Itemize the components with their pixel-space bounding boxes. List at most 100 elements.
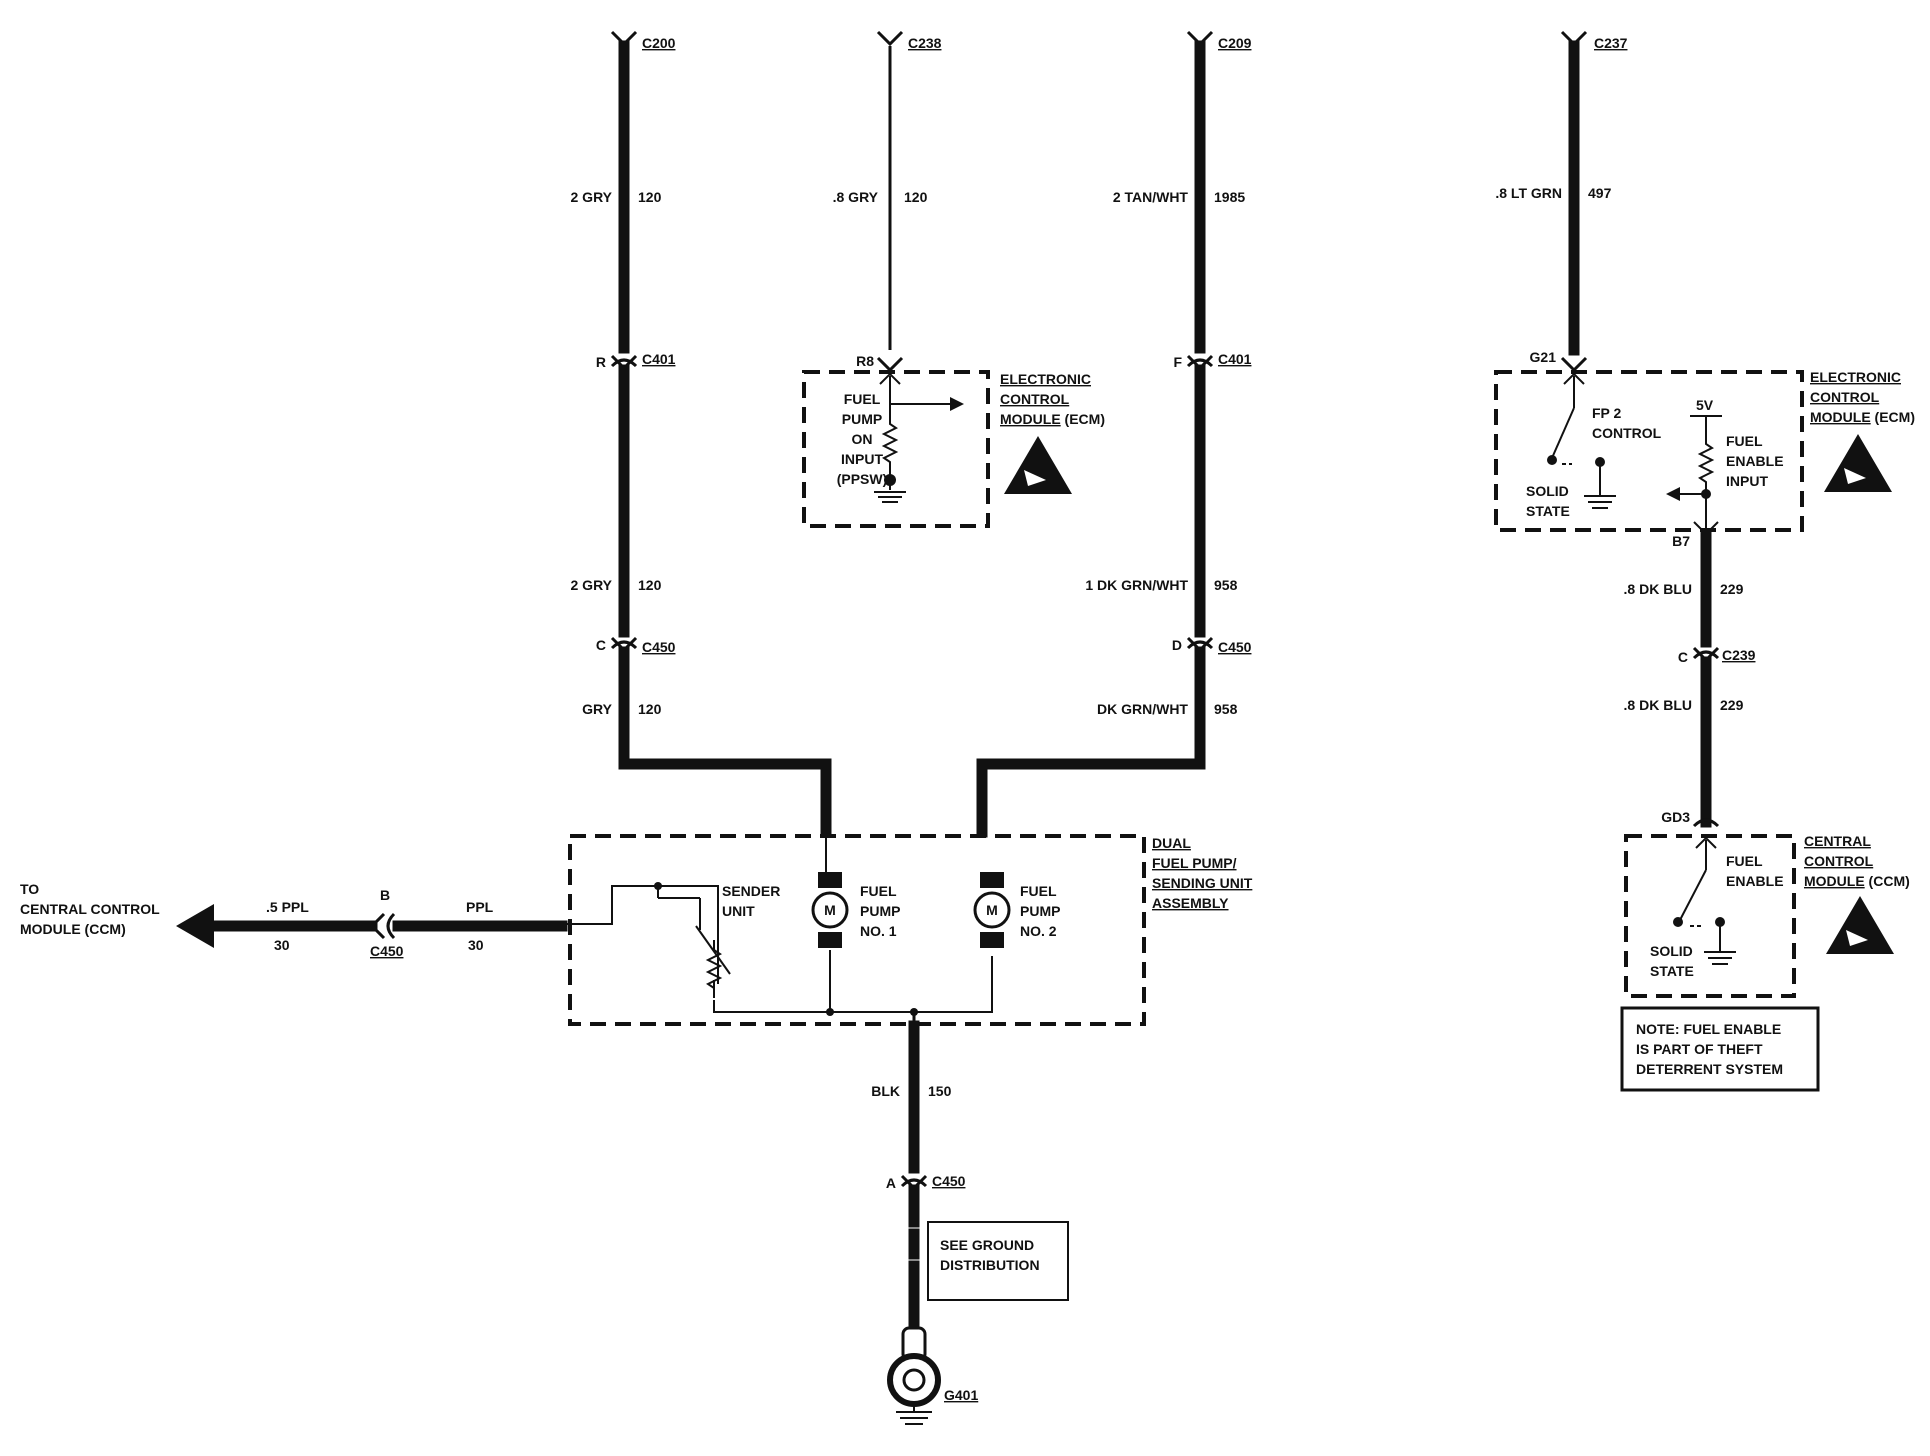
ground-note-line: DISTRIBUTION [940, 1257, 1040, 1273]
wire-size-color: .5 PPL [266, 899, 309, 915]
wire-size-color: PPL [466, 899, 494, 915]
ecm2-voltage: 5V [1696, 397, 1714, 413]
wire-size-color: 2 GRY [571, 189, 613, 205]
pin-label: D [1172, 637, 1182, 653]
to-ccm-label: CENTRAL CONTROL [20, 901, 160, 917]
circuit-number: 120 [904, 189, 928, 205]
wire-size-color: .8 DK BLU [1624, 581, 1692, 597]
connector-c401: C401 [642, 351, 676, 367]
wire-dkblu-229 [1692, 530, 1720, 828]
theft-note-line: NOTE: FUEL ENABLE [1636, 1021, 1781, 1037]
pump1-label: FUEL [860, 883, 897, 899]
fuel-pump-2-motor [973, 872, 1011, 948]
ecm-module-1 [802, 370, 990, 528]
ground-note-line: SEE GROUND [940, 1237, 1034, 1253]
wire-blk-150 [900, 1012, 928, 1336]
ecm2-input-label: ENABLE [1726, 453, 1784, 469]
assembly-title-line: FUEL PUMP/ [1152, 855, 1237, 871]
esd-warning-icon [1004, 436, 1072, 494]
wire-tan-dkgrn [976, 30, 1214, 838]
pin-label: R [596, 354, 606, 370]
pump2-label: NO. 2 [1020, 923, 1057, 939]
ecm1-input-line: (PPSW) [837, 471, 888, 487]
ecm2-title-line: MODULE (ECM) [1810, 409, 1915, 425]
connector-c237: C237 [1594, 35, 1628, 51]
pin-label: C [1678, 649, 1688, 665]
ecm2-title-line: ELECTRONIC [1810, 369, 1901, 385]
circuit-number: 30 [468, 937, 484, 953]
wire-size-color: .8 LT GRN [1495, 185, 1562, 201]
ecm1-input-line: PUMP [842, 411, 882, 427]
pump1-label: NO. 1 [860, 923, 897, 939]
wire-gry-120-ecm [876, 30, 904, 373]
circuit-number: 229 [1720, 581, 1744, 597]
esd-warning-icon [1826, 896, 1894, 954]
ecm2-solid-state: SOLID [1526, 483, 1569, 499]
ccm-switch-label: FUEL [1726, 853, 1763, 869]
connector-c450: C450 [1218, 639, 1252, 655]
wire-size-color: .8 GRY [833, 189, 879, 205]
connector-c200: C200 [642, 35, 676, 51]
ccm-module [1624, 834, 1796, 998]
sender-unit-label: SENDER [722, 883, 780, 899]
ground-note-box [927, 1221, 1069, 1301]
connector-c239: C239 [1722, 647, 1756, 663]
pump-internal-wiring [560, 882, 993, 1016]
ecm2-switch-label: CONTROL [1592, 425, 1662, 441]
ecm1-input-line: ON [852, 431, 873, 447]
pump1-label: PUMP [860, 903, 900, 919]
circuit-number: 120 [638, 577, 662, 593]
pump-assembly-box [568, 834, 1146, 1026]
connector-c238: C238 [908, 35, 942, 51]
ecm1-input-line: INPUT [841, 451, 883, 467]
connector-c450: C450 [932, 1173, 966, 1189]
sender-unit-label: UNIT [722, 903, 755, 919]
ecm1-title-line: MODULE (ECM) [1000, 411, 1105, 427]
wire-size-color: 2 TAN/WHT [1113, 189, 1189, 205]
wire-size-color: 1 DK GRN/WHT [1085, 577, 1188, 593]
circuit-number: 497 [1588, 185, 1612, 201]
pin-label: GD3 [1661, 809, 1690, 825]
ecm2-solid-state: STATE [1526, 503, 1570, 519]
ecm2-input-label: FUEL [1726, 433, 1763, 449]
connector-c209: C209 [1218, 35, 1252, 51]
ecm2-input-label: INPUT [1726, 473, 1768, 489]
circuit-number: 120 [638, 701, 662, 717]
pin-label: C [596, 637, 606, 653]
pin-label: F [1173, 354, 1182, 370]
connector-c401: C401 [1218, 351, 1252, 367]
wire-gry-120 [610, 30, 832, 838]
wire-ppl-30 [176, 904, 568, 948]
motor-symbol: M [986, 902, 998, 918]
pump2-label: PUMP [1020, 903, 1060, 919]
ccm-solid-state: SOLID [1650, 943, 1693, 959]
motor-symbol: M [824, 902, 836, 918]
wire-size-color: GRY [582, 701, 612, 717]
assembly-title-line: DUAL [1152, 835, 1191, 851]
theft-note-box [1620, 1006, 1820, 1092]
circuit-number: 958 [1214, 577, 1238, 593]
ccm-switch-label: ENABLE [1726, 873, 1784, 889]
ecm1-title-line: ELECTRONIC [1000, 371, 1091, 387]
ccm-title-line: CONTROL [1804, 853, 1874, 869]
circuit-number: 120 [638, 189, 662, 205]
esd-warning-icon [1824, 434, 1892, 492]
pin-label: A [886, 1175, 896, 1191]
theft-note-line: DETERRENT SYSTEM [1636, 1061, 1783, 1077]
assembly-title-line: ASSEMBLY [1152, 895, 1229, 911]
ccm-solid-state: STATE [1650, 963, 1694, 979]
ground-eyelet-icon [887, 1326, 941, 1425]
ecm1-title-line: CONTROL [1000, 391, 1070, 407]
wire-size-color: BLK [871, 1083, 900, 1099]
circuit-number: 150 [928, 1083, 952, 1099]
ecm2-switch-label: FP 2 [1592, 405, 1622, 421]
ground-g401: G401 [944, 1387, 978, 1403]
connector-c450: C450 [370, 943, 404, 959]
pin-label: B [380, 887, 390, 903]
to-ccm-label: MODULE (CCM) [20, 921, 126, 937]
pin-label: B7 [1672, 533, 1690, 549]
assembly-title-line: SENDING UNIT [1152, 875, 1253, 891]
wire-size-color: 2 GRY [571, 577, 613, 593]
pump2-label: FUEL [1020, 883, 1057, 899]
